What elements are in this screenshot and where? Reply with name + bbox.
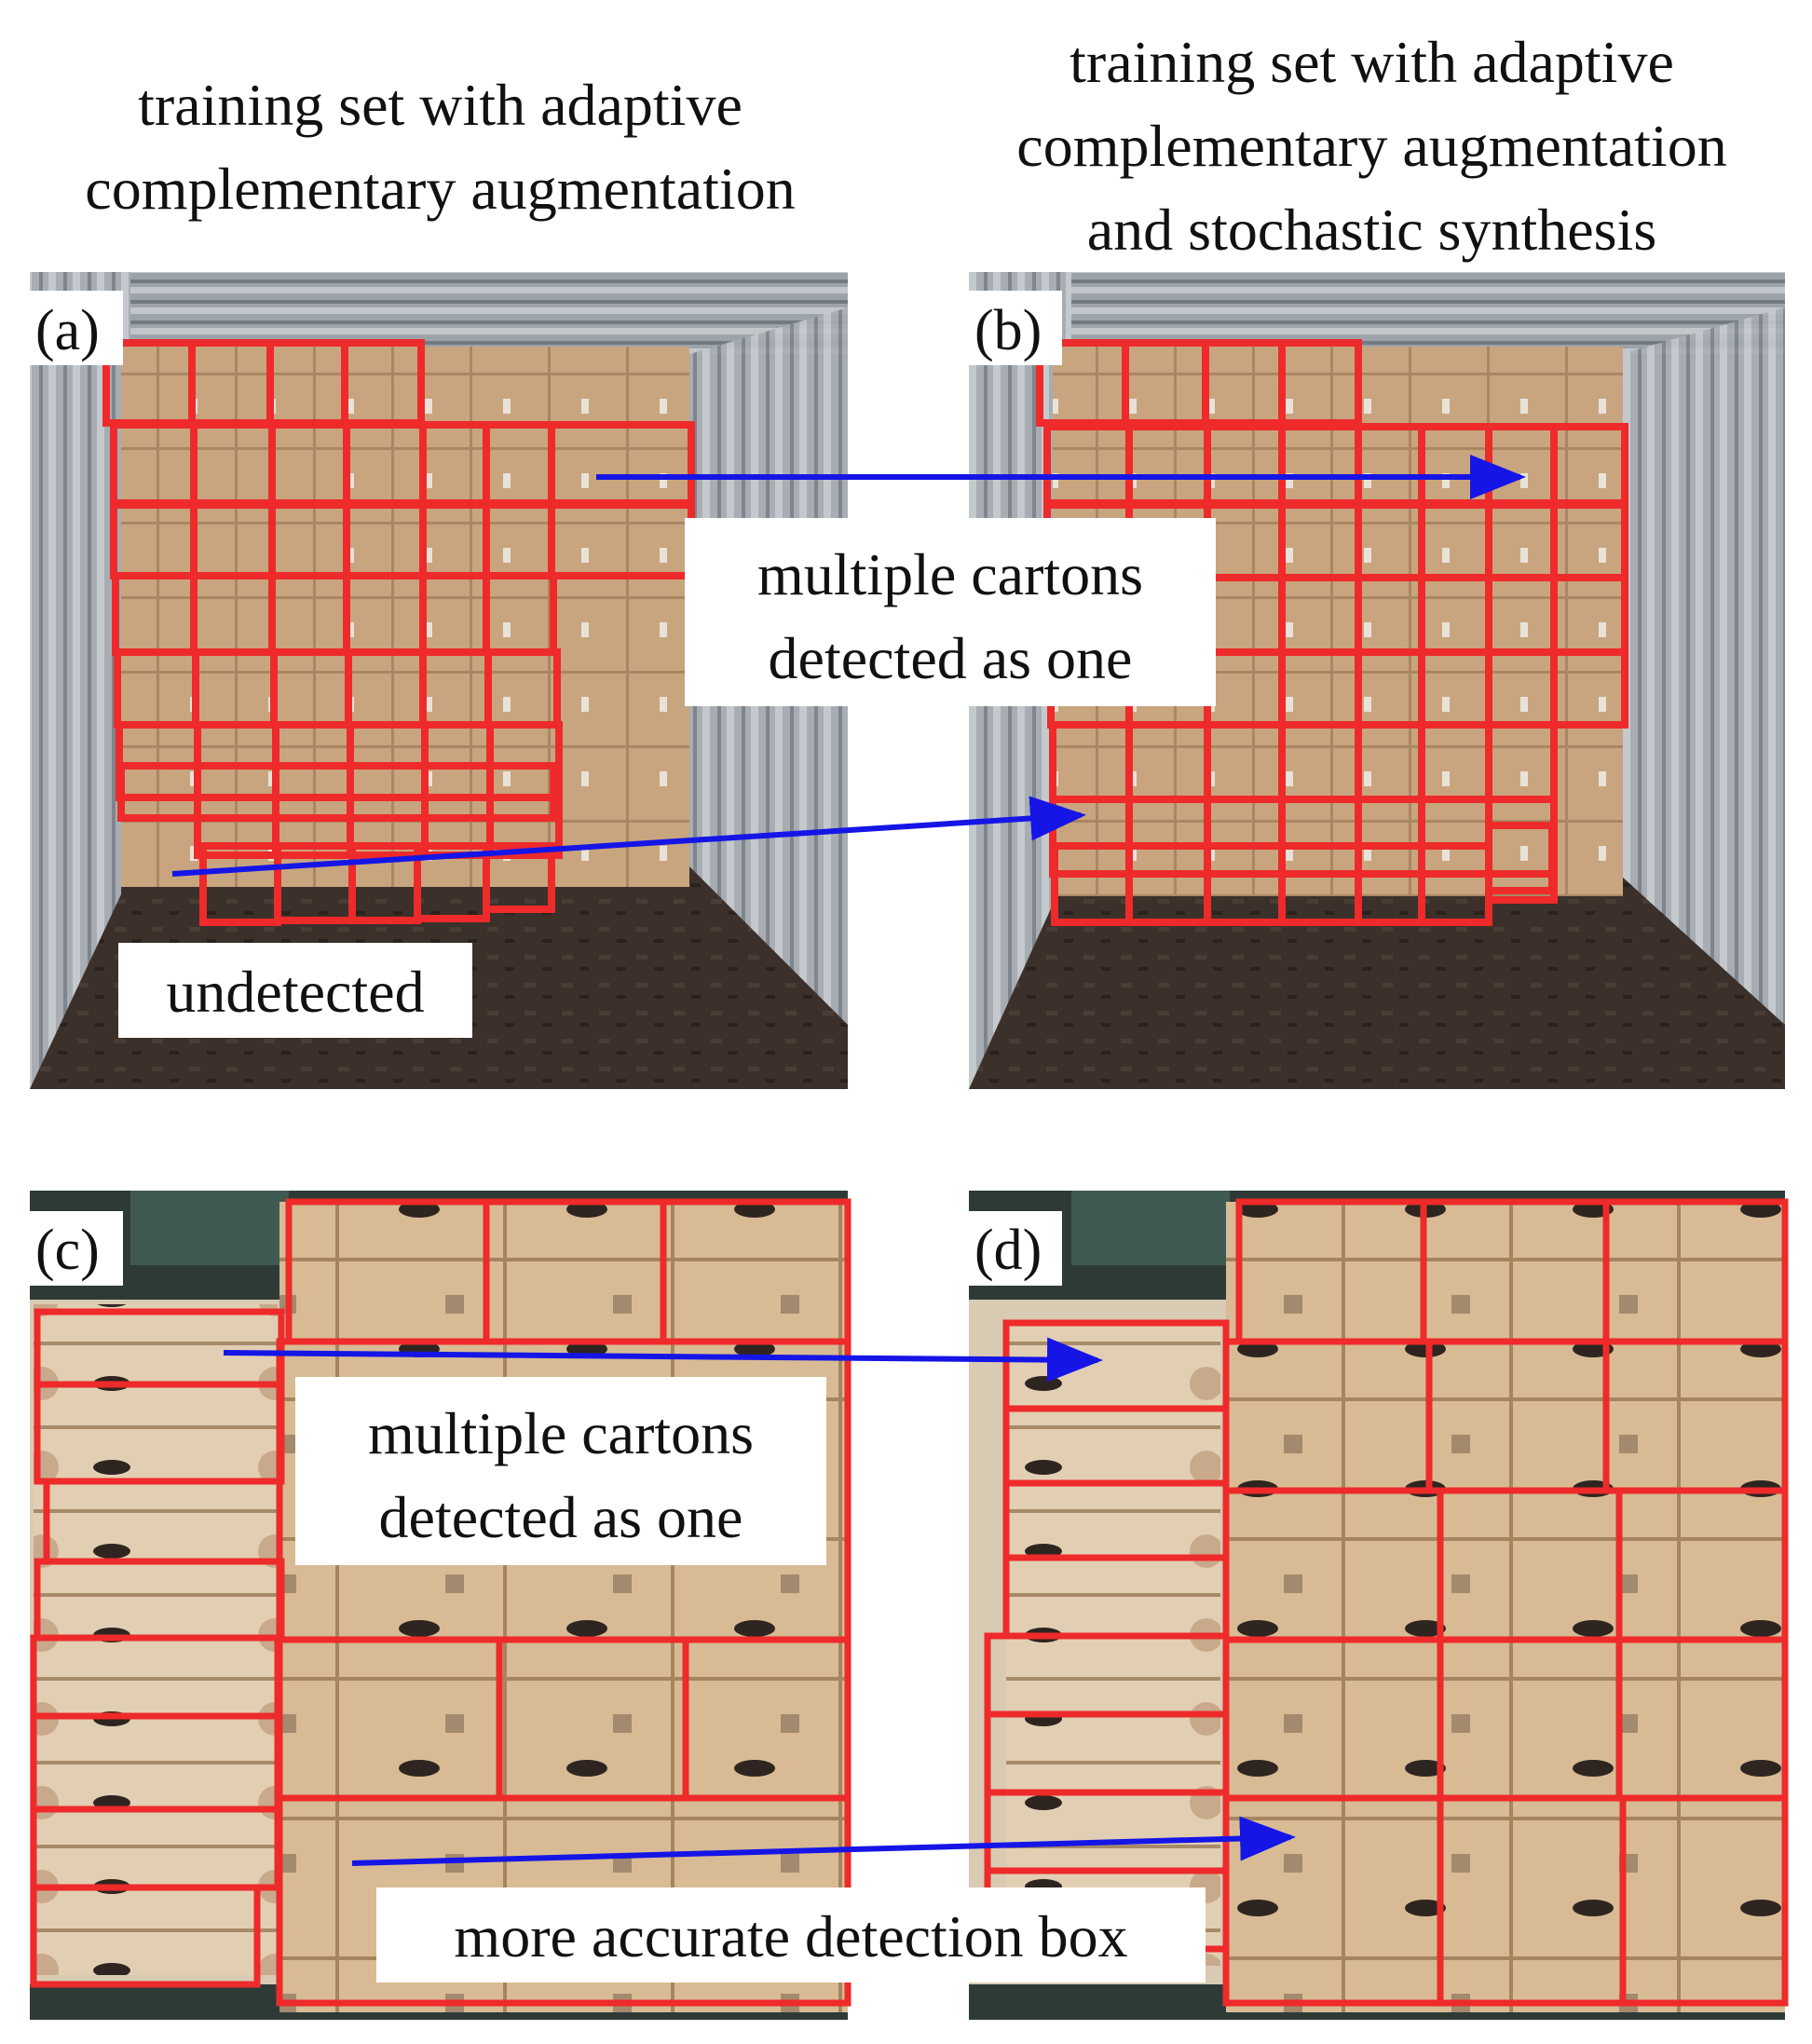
panel-d-label: (d) (974, 1219, 1042, 1282)
panel-c: (c) (30, 1191, 852, 2020)
callout-merged-bottom-line2: detected as one (379, 1484, 743, 1550)
callout-merged-top-line2: detected as one (769, 625, 1133, 691)
callout-merged-top-line1: multiple cartons (757, 541, 1143, 607)
panel-a-label: (a) (35, 299, 100, 362)
heading-right: training set with adaptive complementary… (1016, 29, 1727, 263)
callout-merged-top: multiple cartons detected as one (685, 518, 1216, 706)
panel-a-detection-boxes (102, 339, 695, 926)
heading-left: training set with adaptive complementary… (85, 72, 796, 222)
callout-undetected-text: undetected (166, 959, 424, 1025)
arrow-accurate (351, 1816, 1296, 1866)
callout-merged-bottom: multiple cartons detected as one (295, 1377, 826, 1565)
arrows (171, 455, 1526, 1866)
callout-merged-bottom-line1: multiple cartons (368, 1400, 754, 1466)
arrow-merged-bottom (223, 1337, 1103, 1383)
panel-b-label: (b) (974, 299, 1042, 362)
panel-d: (d) (969, 1191, 1789, 2020)
panel-c-label: (c) (35, 1219, 100, 1282)
callout-accurate-text: more accurate detection box (454, 1903, 1127, 1969)
callout-accurate: more accurate detection box (376, 1887, 1206, 1983)
panel-d-detection-boxes (984, 1198, 1789, 2007)
callout-undetected: undetected (118, 943, 472, 1038)
arrow-undetected (171, 796, 1086, 877)
